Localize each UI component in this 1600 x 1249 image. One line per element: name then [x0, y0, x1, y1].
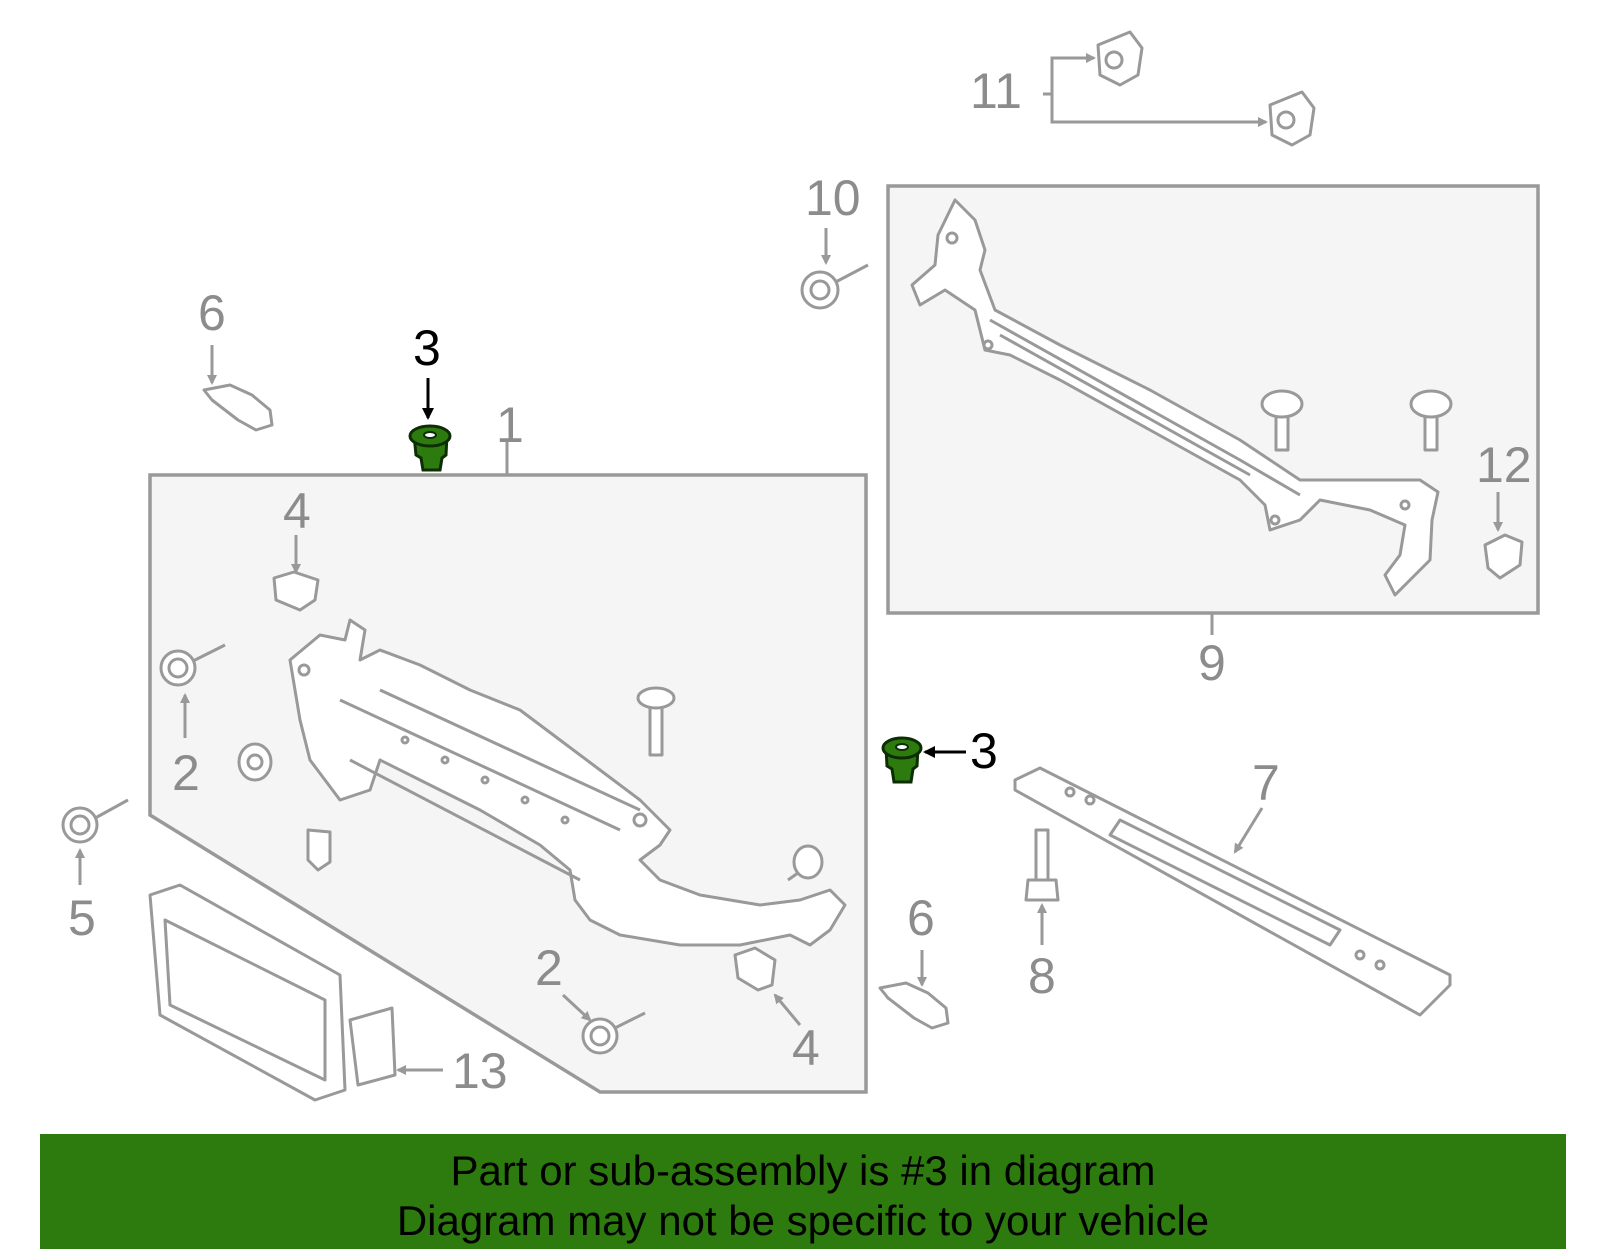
callout-13: 13	[452, 1043, 508, 1099]
callout-8: 8	[1028, 948, 1056, 1004]
callout-6-upper: 6	[198, 285, 226, 341]
bolt-tie-bar-left	[1260, 389, 1304, 452]
flange-bolt-panel	[636, 686, 676, 757]
callout-3-upper: 3	[413, 320, 441, 376]
bolt-2-upper	[159, 643, 226, 687]
clip-12	[1483, 533, 1524, 580]
stud-8	[1024, 828, 1060, 902]
bar-7	[1013, 766, 1452, 1017]
leader-11-lower	[1050, 94, 1268, 127]
callout-3-right: 3	[970, 723, 998, 779]
banner-line-2: Diagram may not be specific to your vehi…	[396, 1197, 1210, 1244]
info-banner: Part or sub-assembly is #3 in diagram Di…	[40, 1134, 1566, 1249]
callout-11: 11	[970, 63, 1022, 119]
part-3-right-highlighted[interactable]	[881, 736, 923, 784]
leader-2-lower	[561, 993, 592, 1022]
bracket-6-upper	[202, 383, 274, 432]
retainer-small	[306, 828, 332, 872]
bolt-tie-bar-right	[1409, 389, 1453, 452]
bolt-5	[61, 798, 129, 844]
callout-7: 7	[1252, 755, 1280, 811]
callout-1: 1	[496, 397, 524, 453]
callout-6-lower: 6	[907, 890, 935, 946]
radiator-support	[288, 618, 847, 947]
bolt-10	[800, 263, 869, 310]
part-3-upper-highlighted[interactable]	[408, 424, 452, 472]
push-pin	[237, 742, 273, 782]
screw-panel	[787, 844, 824, 882]
callout-5: 5	[68, 890, 96, 946]
clip-4-lower	[733, 946, 777, 992]
nut-11-lower	[1268, 90, 1316, 147]
bracket-6-lower	[878, 981, 950, 1030]
callout-2-lower: 2	[535, 940, 563, 996]
leader-7	[1233, 807, 1264, 854]
callout-4-upper: 4	[283, 483, 311, 539]
nut-11-upper	[1096, 30, 1144, 87]
leader-11	[1043, 53, 1096, 96]
callout-12: 12	[1476, 437, 1532, 493]
banner-line-1: Part or sub-assembly is #3 in diagram	[450, 1147, 1156, 1194]
callout-2-upper: 2	[172, 745, 200, 801]
bolt-2-lower	[581, 1011, 646, 1055]
leader-4-lower	[773, 993, 802, 1026]
sensor-module-13	[148, 883, 397, 1102]
callout-4-lower: 4	[792, 1020, 820, 1076]
callout-10: 10	[805, 170, 861, 226]
callout-9: 9	[1198, 635, 1226, 691]
tie-bar-9	[910, 198, 1440, 597]
